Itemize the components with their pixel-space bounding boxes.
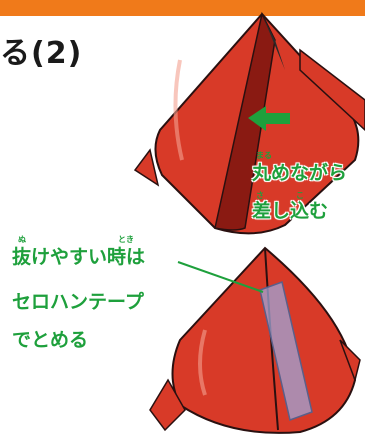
ruby-ko: こ — [296, 191, 304, 200]
ruby-sa: さ — [256, 191, 264, 200]
annotation-tape-line2: セロハンテープ — [12, 291, 144, 313]
ruby-maru: まる — [256, 151, 272, 160]
upper-cone — [133, 11, 365, 235]
annotation-tape-line3: でとめる — [12, 329, 89, 351]
tape-strip — [259, 281, 313, 421]
ruby-toki: とき — [118, 235, 134, 244]
arrow-left-icon — [248, 106, 290, 131]
page-title: る(2) — [0, 36, 83, 71]
annotation-insert: 差し込む — [252, 200, 329, 222]
annotation-round: 丸めながら — [252, 162, 348, 184]
header-bar — [0, 0, 365, 16]
lower-cone — [149, 246, 361, 434]
callout-line — [177, 261, 264, 293]
ruby-nu: ぬ — [18, 235, 26, 244]
annotation-tape-line1: 抜けやすい時は — [12, 246, 146, 268]
